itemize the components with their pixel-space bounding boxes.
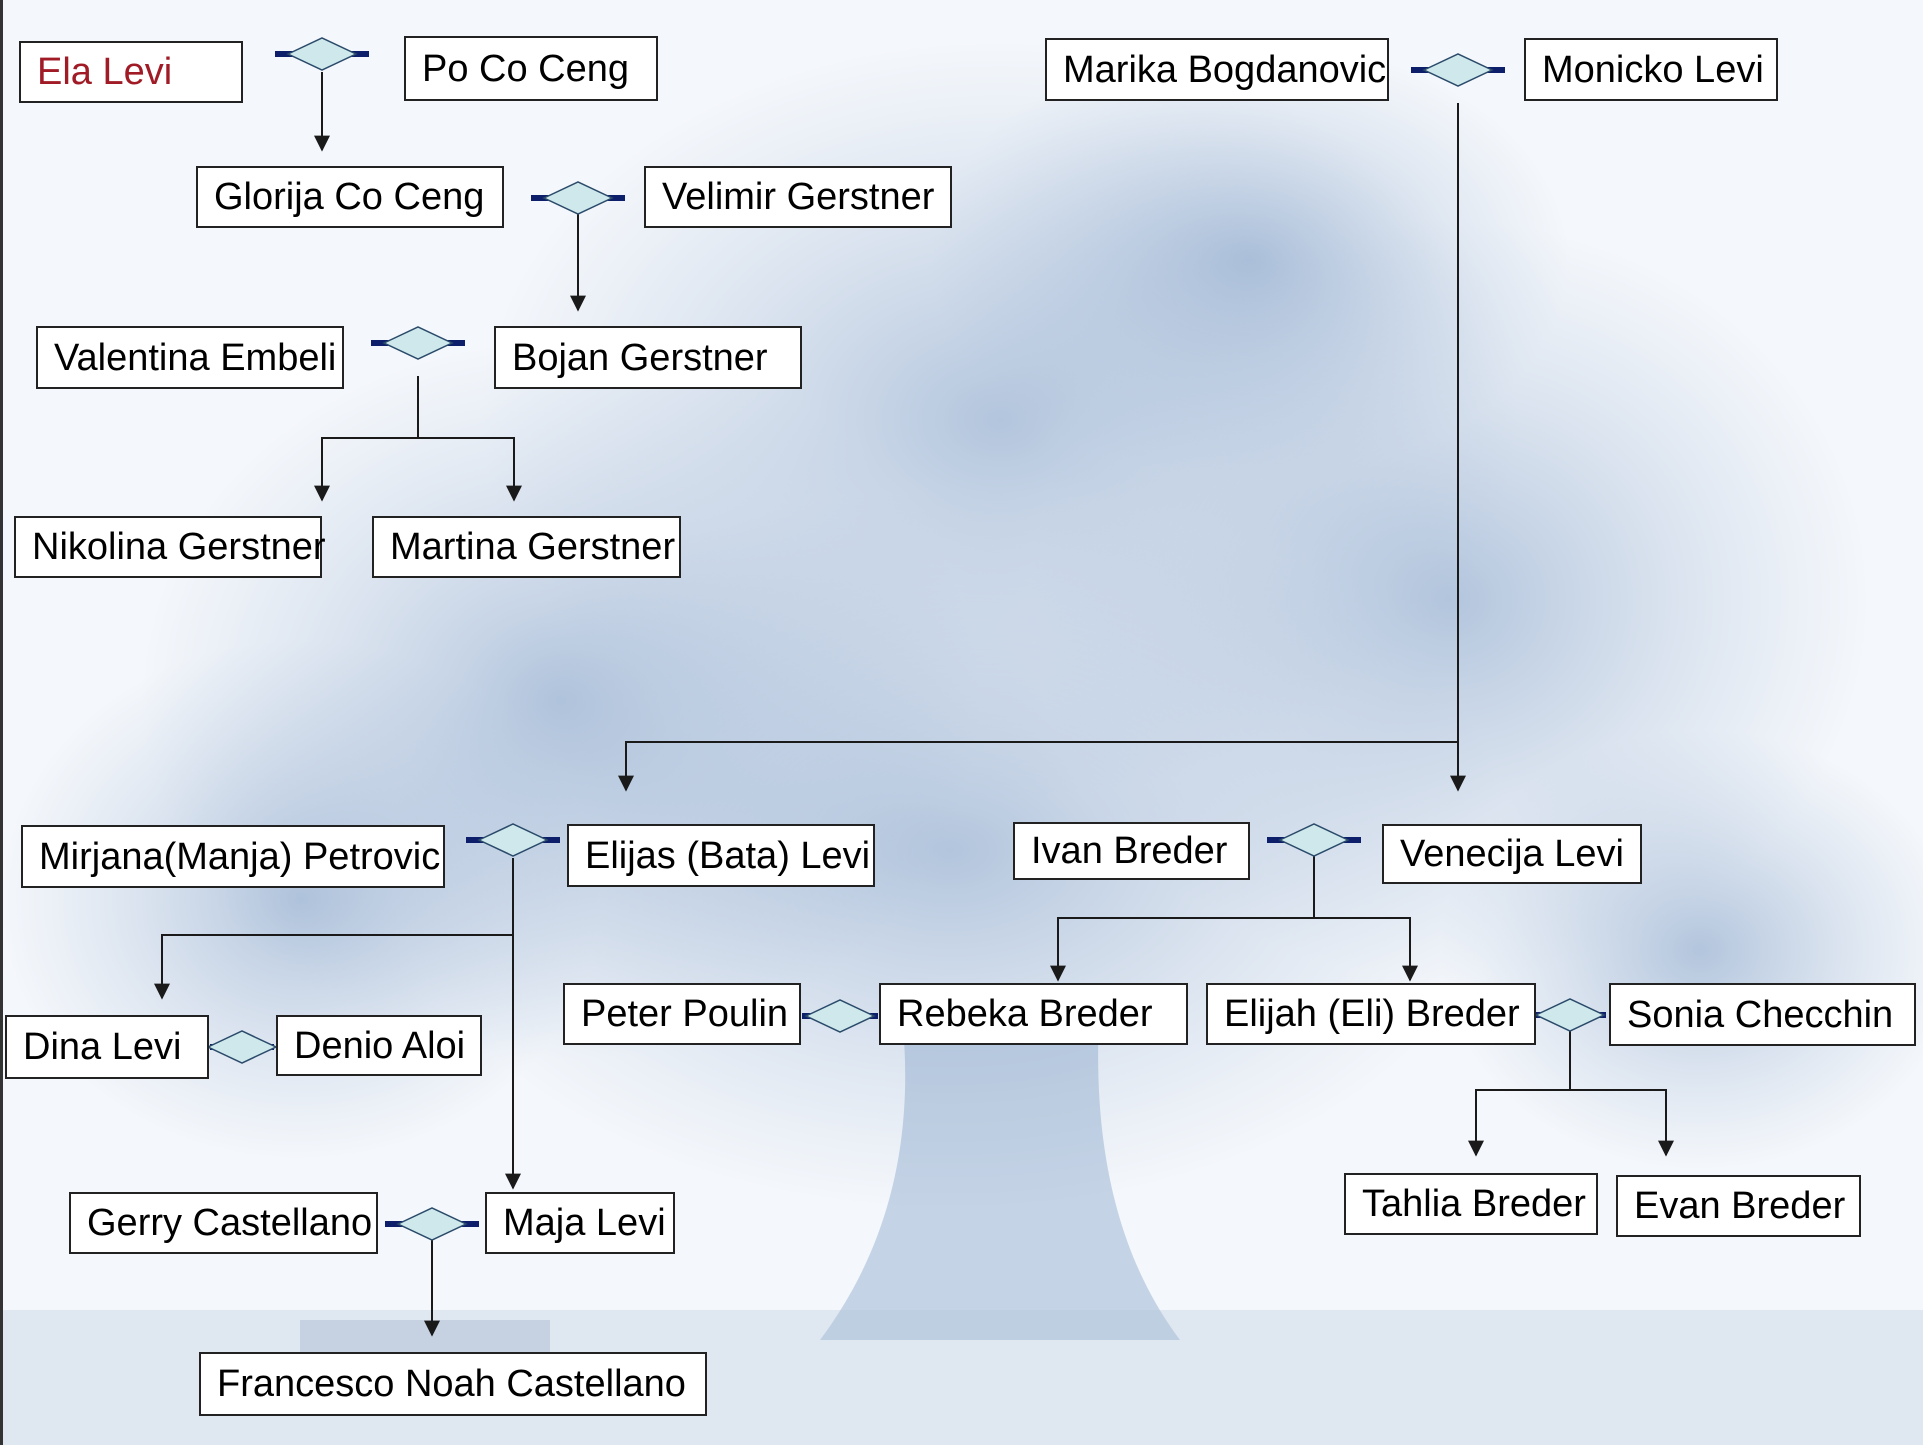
- arrow-to-martina: [418, 437, 522, 502]
- arrow-to-elijas: [618, 103, 1459, 792]
- person-po-co-ceng: Po Co Ceng: [404, 36, 658, 101]
- person-peter-poulin: Peter Poulin: [563, 983, 801, 1045]
- person-gerry-castellano: Gerry Castellano: [69, 1192, 378, 1254]
- arrow-to-dina: [154, 858, 514, 1000]
- person-ela-levi: Ela Levi: [19, 41, 243, 103]
- couple-marker-dina-denio: [206, 1030, 278, 1064]
- couple-marker-elijah-sonia: [1534, 998, 1606, 1032]
- arrow-to-tahlia: [1468, 1015, 1571, 1157]
- person-ivan-breder: Ivan Breder: [1013, 822, 1250, 880]
- person-marika-bogdanovic: Marika Bogdanovic: [1045, 38, 1389, 101]
- person-velimir-gerstner: Velimir Gerstner: [644, 166, 952, 228]
- couple-marker-glorija-velimir: [531, 181, 625, 215]
- person-glorija-co-ceng: Glorija Co Ceng: [196, 166, 504, 228]
- couple-marker-valentina-bojan: [371, 326, 465, 360]
- person-venecija-levi: Venecija Levi: [1382, 824, 1642, 884]
- arrow-to-evan: [1570, 1089, 1674, 1157]
- trunk: [820, 1000, 1180, 1340]
- person-bojan-gerstner: Bojan Gerstner: [494, 326, 802, 389]
- couple-marker-mirjana-elijas: [466, 823, 560, 857]
- couple-marker-peter-rebeka: [802, 999, 878, 1033]
- couple-marker-ivan-venecija: [1267, 823, 1361, 857]
- person-evan-breder: Evan Breder: [1616, 1175, 1861, 1237]
- person-valentina-embeli: Valentina Embeli: [36, 326, 344, 389]
- person-mirjana-petrovic: Mirjana(Manja) Petrovic: [21, 825, 445, 888]
- person-francesco-castellano: Francesco Noah Castellano: [199, 1352, 707, 1416]
- person-martina-gerstner: Martina Gerstner: [372, 516, 681, 578]
- person-sonia-checchin: Sonia Checchin: [1609, 983, 1916, 1046]
- person-denio-aloi: Denio Aloi: [276, 1015, 482, 1076]
- couple-marker-marika-monicko: [1411, 53, 1505, 87]
- couple-marker-ela-po: [275, 37, 369, 71]
- person-tahlia-breder: Tahlia Breder: [1344, 1173, 1598, 1235]
- person-maja-levi: Maja Levi: [485, 1192, 675, 1254]
- person-monicko-levi: Monicko Levi: [1524, 38, 1778, 101]
- person-elijas-levi: Elijas (Bata) Levi: [567, 824, 875, 887]
- arrow-to-nikolina: [314, 376, 419, 502]
- person-rebeka-breder: Rebeka Breder: [879, 983, 1188, 1045]
- arrow-to-rebeka: [1050, 843, 1315, 982]
- arrow-to-elijah: [1314, 917, 1418, 982]
- person-dina-levi: Dina Levi: [5, 1015, 209, 1079]
- left-edge-rule: [0, 0, 3, 1445]
- person-nikolina-gerstner: Nikolina Gerstner: [14, 516, 326, 578]
- couple-marker-gerry-maja: [385, 1207, 479, 1241]
- person-elijah-breder: Elijah (Eli) Breder: [1206, 983, 1536, 1045]
